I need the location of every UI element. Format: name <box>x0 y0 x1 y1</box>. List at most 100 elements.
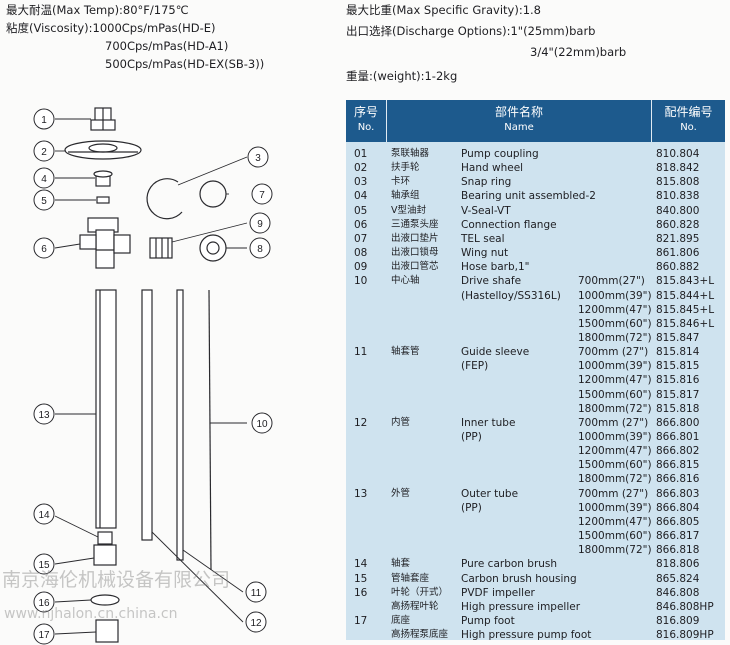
cell-name-en: TEL seal <box>461 232 505 245</box>
part-2-hand-wheel-drawing <box>64 140 142 160</box>
cell-code: 815.845+L <box>656 303 715 316</box>
part-13-outer-tube-drawing <box>95 289 117 529</box>
cell-name-zh: 出液口管芯 <box>391 261 439 273</box>
cell-no: 08 <box>354 247 368 260</box>
cell-size: 1500mm(60") <box>578 317 652 330</box>
callout-3: 3 <box>255 153 261 164</box>
callout-17: 17 <box>38 630 50 641</box>
cell-code: 815.843+L <box>656 275 715 288</box>
cell-no: 13 <box>354 487 368 500</box>
cell-code: 810.838 <box>656 190 700 203</box>
cell-name-en: Hand wheel <box>461 162 524 175</box>
cell-code: 866.816 <box>656 473 700 486</box>
watermark-company: 南京海伦机械设备有限公司 <box>2 569 231 591</box>
callout-7: 7 <box>259 190 265 201</box>
spec-max-temp: 最大耐温(Max Temp):80°F/175℃ <box>6 3 189 17</box>
callout-6: 6 <box>41 244 47 255</box>
part-5-seal-drawing <box>96 196 110 204</box>
cell-name-en: (Hastelloy/SS316L) <box>461 289 561 302</box>
cell-no: 04 <box>354 190 368 203</box>
cell-name-zh: V型油封 <box>391 204 426 216</box>
cell-code: 815.816 <box>656 374 700 387</box>
cell-name-en: Hose barb,1" <box>461 261 530 274</box>
cell-size: 700mm (27") <box>578 487 649 500</box>
cell-code: 865.824 <box>656 572 700 585</box>
spec-specific-gravity: 最大比重(Max Specific Gravity):1.8 <box>346 3 541 17</box>
cell-size: 1000mm(39") <box>578 289 652 302</box>
cell-no: 14 <box>354 558 368 571</box>
cell-name-zh: 扶手轮 <box>391 162 420 174</box>
part-9-hose-barb-drawing <box>149 237 173 259</box>
cell-name-en: Connection flange <box>461 218 557 231</box>
cell-code: 815.818 <box>656 402 700 415</box>
part-11-guide-sleeve-drawing <box>176 289 184 561</box>
cell-name-zh: 三通泵头座 <box>391 218 439 230</box>
cell-name-en: Carbon brush housing <box>461 572 577 585</box>
cell-size: 1000mm(39") <box>578 360 652 373</box>
spec-viscosity-a1: 700Cps/mPas(HD-A1) <box>105 39 229 53</box>
cell-no: 10 <box>354 275 368 288</box>
cell-size: 700mm(27") <box>578 275 645 288</box>
cell-no: 02 <box>354 162 368 175</box>
cell-code: 815.815 <box>656 360 700 373</box>
part-14-carbon-brush-drawing <box>97 531 113 545</box>
cell-size: 1200mm(47") <box>578 515 652 528</box>
cell-no: 07 <box>354 232 368 245</box>
cell-code: 866.805 <box>656 515 700 528</box>
cell-name-zh: 泵联轴器 <box>391 148 430 159</box>
cell-size: 1800mm(72") <box>578 331 652 344</box>
part-1-coupling-drawing <box>90 107 116 131</box>
cell-name-en: Inner tube <box>461 416 516 429</box>
cell-name-en: Pump coupling <box>461 148 539 160</box>
cell-name-zh: 内管 <box>391 416 411 428</box>
part-16-impeller-drawing <box>90 594 120 606</box>
part-8-wing-nut-drawing <box>199 234 227 262</box>
cell-name-en: Pure carbon brush <box>461 558 558 571</box>
cell-code: 866.815 <box>656 459 700 472</box>
cell-name-en: Drive shafe <box>461 275 522 288</box>
callout-1: 1 <box>41 115 47 126</box>
spec-discharge: 出口选择(Discharge Options):1"(25mm)barb <box>346 24 596 38</box>
cell-no: 16 <box>354 586 368 599</box>
part-6-flange-drawing <box>79 217 131 269</box>
cell-size: 1000mm(39") <box>578 431 652 443</box>
callout-14: 14 <box>38 510 50 521</box>
cell-size: 700mm (27") <box>578 346 649 359</box>
cell-code: 818.842 <box>656 162 700 175</box>
cell-name-zh: 卡环 <box>391 176 411 188</box>
table-header: 序号 No. 部件名称 Name 配件编号 No. <box>346 100 725 142</box>
cell-code: 821.895 <box>656 232 700 245</box>
cell-name-en: V-Seal-VT <box>461 204 511 217</box>
cell-size: 1200mm(47") <box>578 303 652 316</box>
cell-code: 866.804 <box>656 501 700 514</box>
cell-size: 1800mm(72") <box>578 544 652 557</box>
cell-size: 1500mm(60") <box>578 459 652 472</box>
part-7-tel-seal-drawing <box>199 180 227 208</box>
cell-size: 1000mm(39") <box>578 501 652 514</box>
cell-code: 815.814 <box>656 346 700 359</box>
cell-name-en: Pump foot <box>461 614 515 627</box>
spec-discharge-alt: 3/4"(22mm)barb <box>530 45 627 59</box>
spec-weight: 重量:(weight):1-2kg <box>346 69 458 83</box>
cell-size: 1800mm(72") <box>578 402 652 415</box>
cell-code: 815.808 <box>656 176 700 189</box>
cell-name-zh: 高扬程泵底座 <box>391 629 449 641</box>
part-4-bearing-drawing <box>93 170 113 187</box>
callout-5: 5 <box>41 196 47 207</box>
cell-code: 815.817 <box>656 388 700 401</box>
cell-code: 866.801 <box>656 431 700 443</box>
cell-code: 846.808 <box>656 586 700 599</box>
cell-code: 816.809 <box>656 614 700 627</box>
callout-12: 12 <box>250 618 262 629</box>
callout-4: 4 <box>41 174 47 185</box>
cell-name-zh: 中心轴 <box>391 275 420 287</box>
cell-size: 1200mm(47") <box>578 374 652 387</box>
cell-code: 860.882 <box>656 261 700 274</box>
cell-code: 818.806 <box>656 558 700 571</box>
cell-name-zh: 底座 <box>391 614 411 626</box>
part-10-drive-shaft-drawing <box>208 289 212 571</box>
cell-name-en: (FEP) <box>461 360 489 373</box>
spec-viscosity: 粘度(Viscosity):1000Cps/mPas(HD-E) <box>6 21 216 35</box>
cell-name-en: Outer tube <box>461 487 519 500</box>
